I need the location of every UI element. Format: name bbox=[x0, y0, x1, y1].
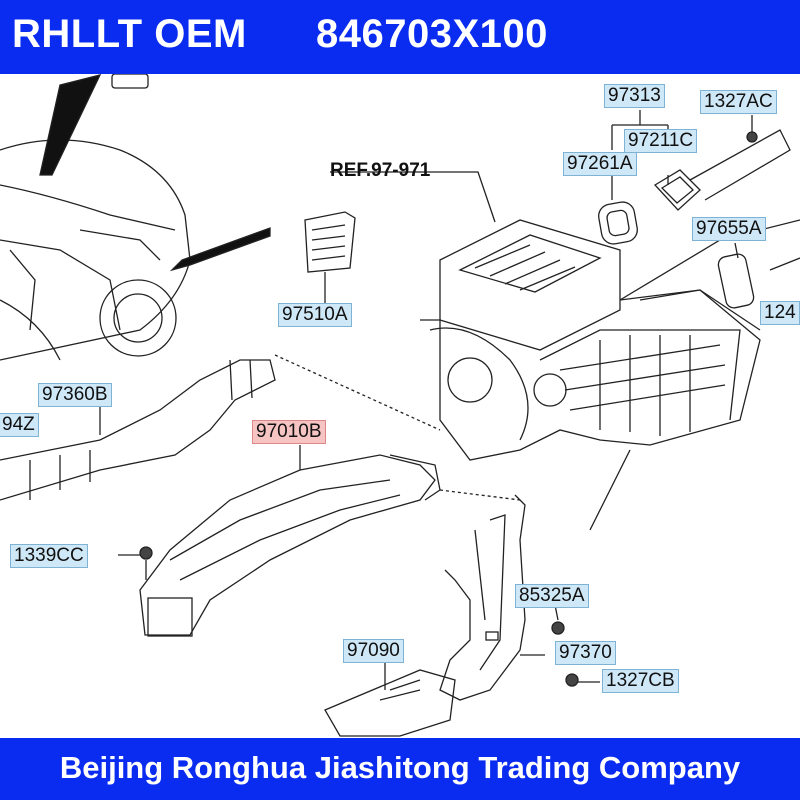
brand-title: RHLLT OEM bbox=[12, 12, 247, 56]
part-label-97090[interactable]: 97090 bbox=[343, 639, 404, 663]
part-label-85325a[interactable]: 85325A bbox=[515, 584, 589, 608]
part-label-97313[interactable]: 97313 bbox=[604, 84, 665, 108]
part-label-1339cc[interactable]: 1339CC bbox=[10, 544, 88, 568]
footer-banner: Beijing Ronghua Jiashitong Trading Compa… bbox=[0, 738, 800, 800]
part-label-97010b[interactable]: 97010B bbox=[252, 420, 326, 444]
duct-97360b bbox=[0, 359, 276, 501]
duct-97010b bbox=[139, 454, 441, 637]
part-label-1327ac[interactable]: 1327AC bbox=[700, 90, 777, 114]
hvac-unit bbox=[420, 219, 800, 531]
part-label-97261a[interactable]: 97261A bbox=[563, 152, 637, 176]
part-label-97510a[interactable]: 97510A bbox=[278, 303, 352, 327]
header-banner: RHLLT OEM 846703X100 bbox=[0, 0, 800, 74]
part-label-97360b[interactable]: 97360B bbox=[38, 383, 112, 407]
reference-label: REF.97-971 bbox=[330, 160, 431, 181]
parts-diagram: REF.97-971 97313 1327AC 97211C 97261A 97… bbox=[0, 74, 800, 738]
vehicle-outline bbox=[0, 139, 191, 361]
part-label-124[interactable]: 124 bbox=[760, 301, 800, 325]
company-name: Beijing Ronghua Jiashitong Trading Compa… bbox=[59, 750, 741, 785]
part-number: 846703X100 bbox=[316, 12, 548, 56]
part-label-1327cb[interactable]: 1327CB bbox=[602, 669, 679, 693]
exploded-view-drawing bbox=[0, 74, 800, 737]
duct-97370 bbox=[439, 494, 526, 701]
part-label-97211c[interactable]: 97211C bbox=[624, 129, 698, 153]
part-label-97655a[interactable]: 97655A bbox=[692, 217, 766, 241]
part-label-97370[interactable]: 97370 bbox=[555, 641, 616, 665]
vent-97510a bbox=[304, 211, 356, 300]
part-label-94z[interactable]: 94Z bbox=[0, 413, 39, 437]
